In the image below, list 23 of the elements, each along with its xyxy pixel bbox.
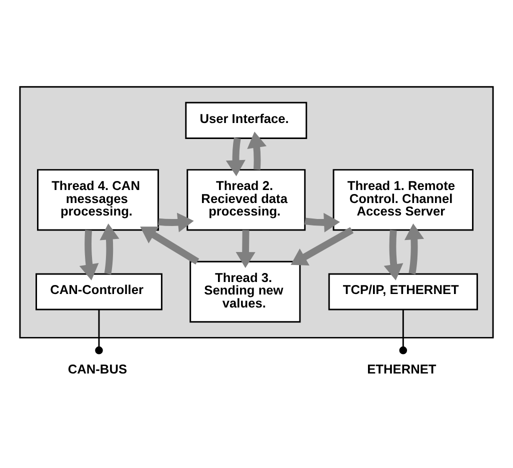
node-box: TCP/IP, ETHERNET [328,273,478,310]
arrow [304,212,340,232]
node-box: User Interface. [185,102,308,139]
node-box: Thread 3. Sending new values. [190,260,301,323]
arrow [158,212,194,232]
node-box: Thread 4. CAN messages processing. [37,169,159,231]
arrow [384,230,404,280]
arrow [236,230,256,268]
arrow [226,138,246,176]
arrow [100,224,120,274]
connector [399,310,408,354]
node-box: CAN-Controller [36,273,162,310]
arrow [247,132,267,170]
arrow [404,224,424,274]
node-text: CAN-BUS [68,362,128,377]
arrow [140,226,200,265]
cluster [19,86,494,338]
connector [95,310,103,354]
node-box: Thread 1. Remote Control. Channel Access Server [332,169,474,231]
arrow [290,227,354,266]
arrow [79,230,99,280]
node-box: Thread 2. Recieved data processing. [186,169,306,231]
node-text: ETHERNET [367,362,436,377]
